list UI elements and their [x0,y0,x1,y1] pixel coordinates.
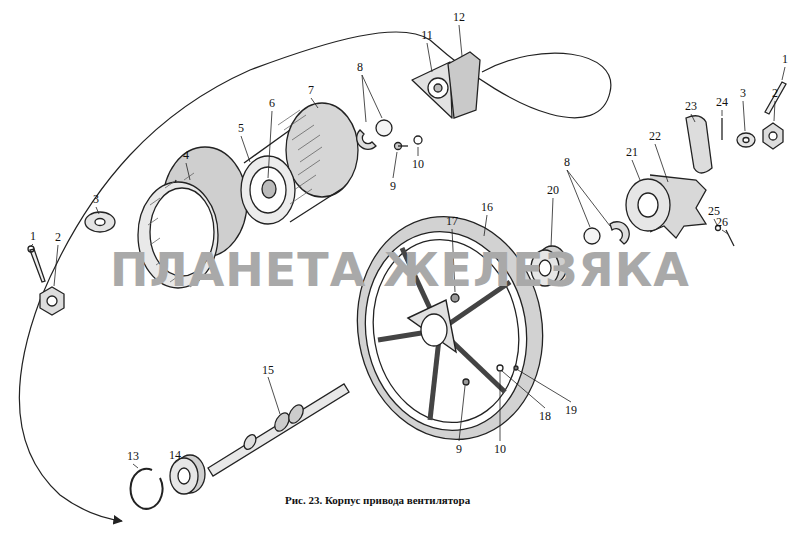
callout-number: 9 [456,443,462,455]
callout-number: 2 [772,87,778,99]
callout-number: 1 [782,53,788,65]
callout-number: 5 [238,122,244,134]
callout-number: 9 [390,180,396,192]
callout-number: 26 [716,216,728,228]
callout-number: 3 [93,193,99,205]
callout-number: 16 [481,201,493,213]
watermark: ПЛАНЕТА ЖЕЛЕЗЯКА [110,243,690,297]
callout-number: 24 [716,96,728,108]
callout-number: 14 [169,449,181,461]
callout-number: 10 [494,443,506,455]
callout-number: 15 [262,364,274,376]
callout-number: 13 [127,450,139,462]
callout-number: 21 [626,146,638,158]
callout-number: 8 [564,156,570,168]
callout-number: 20 [547,184,559,196]
callout-number: 23 [685,100,697,112]
callout-number: 2 [55,231,61,243]
callout-number: 7 [308,84,314,96]
callout-number: 1 [30,230,36,242]
callout-number: 19 [565,404,577,416]
callout-number: 11 [421,29,433,41]
figure-caption: Рис. 23. Корпус привода вентилятора [285,494,470,506]
callout-number: 22 [649,130,661,142]
callout-number: 4 [183,149,189,161]
callout-number: 6 [269,97,275,109]
callout-number: 8 [357,61,363,73]
callout-number: 3 [740,87,746,99]
callout-number: 18 [539,410,551,422]
callout-number: 17 [446,215,458,227]
callout-number: 12 [453,11,465,23]
callout-number: 10 [412,158,424,170]
